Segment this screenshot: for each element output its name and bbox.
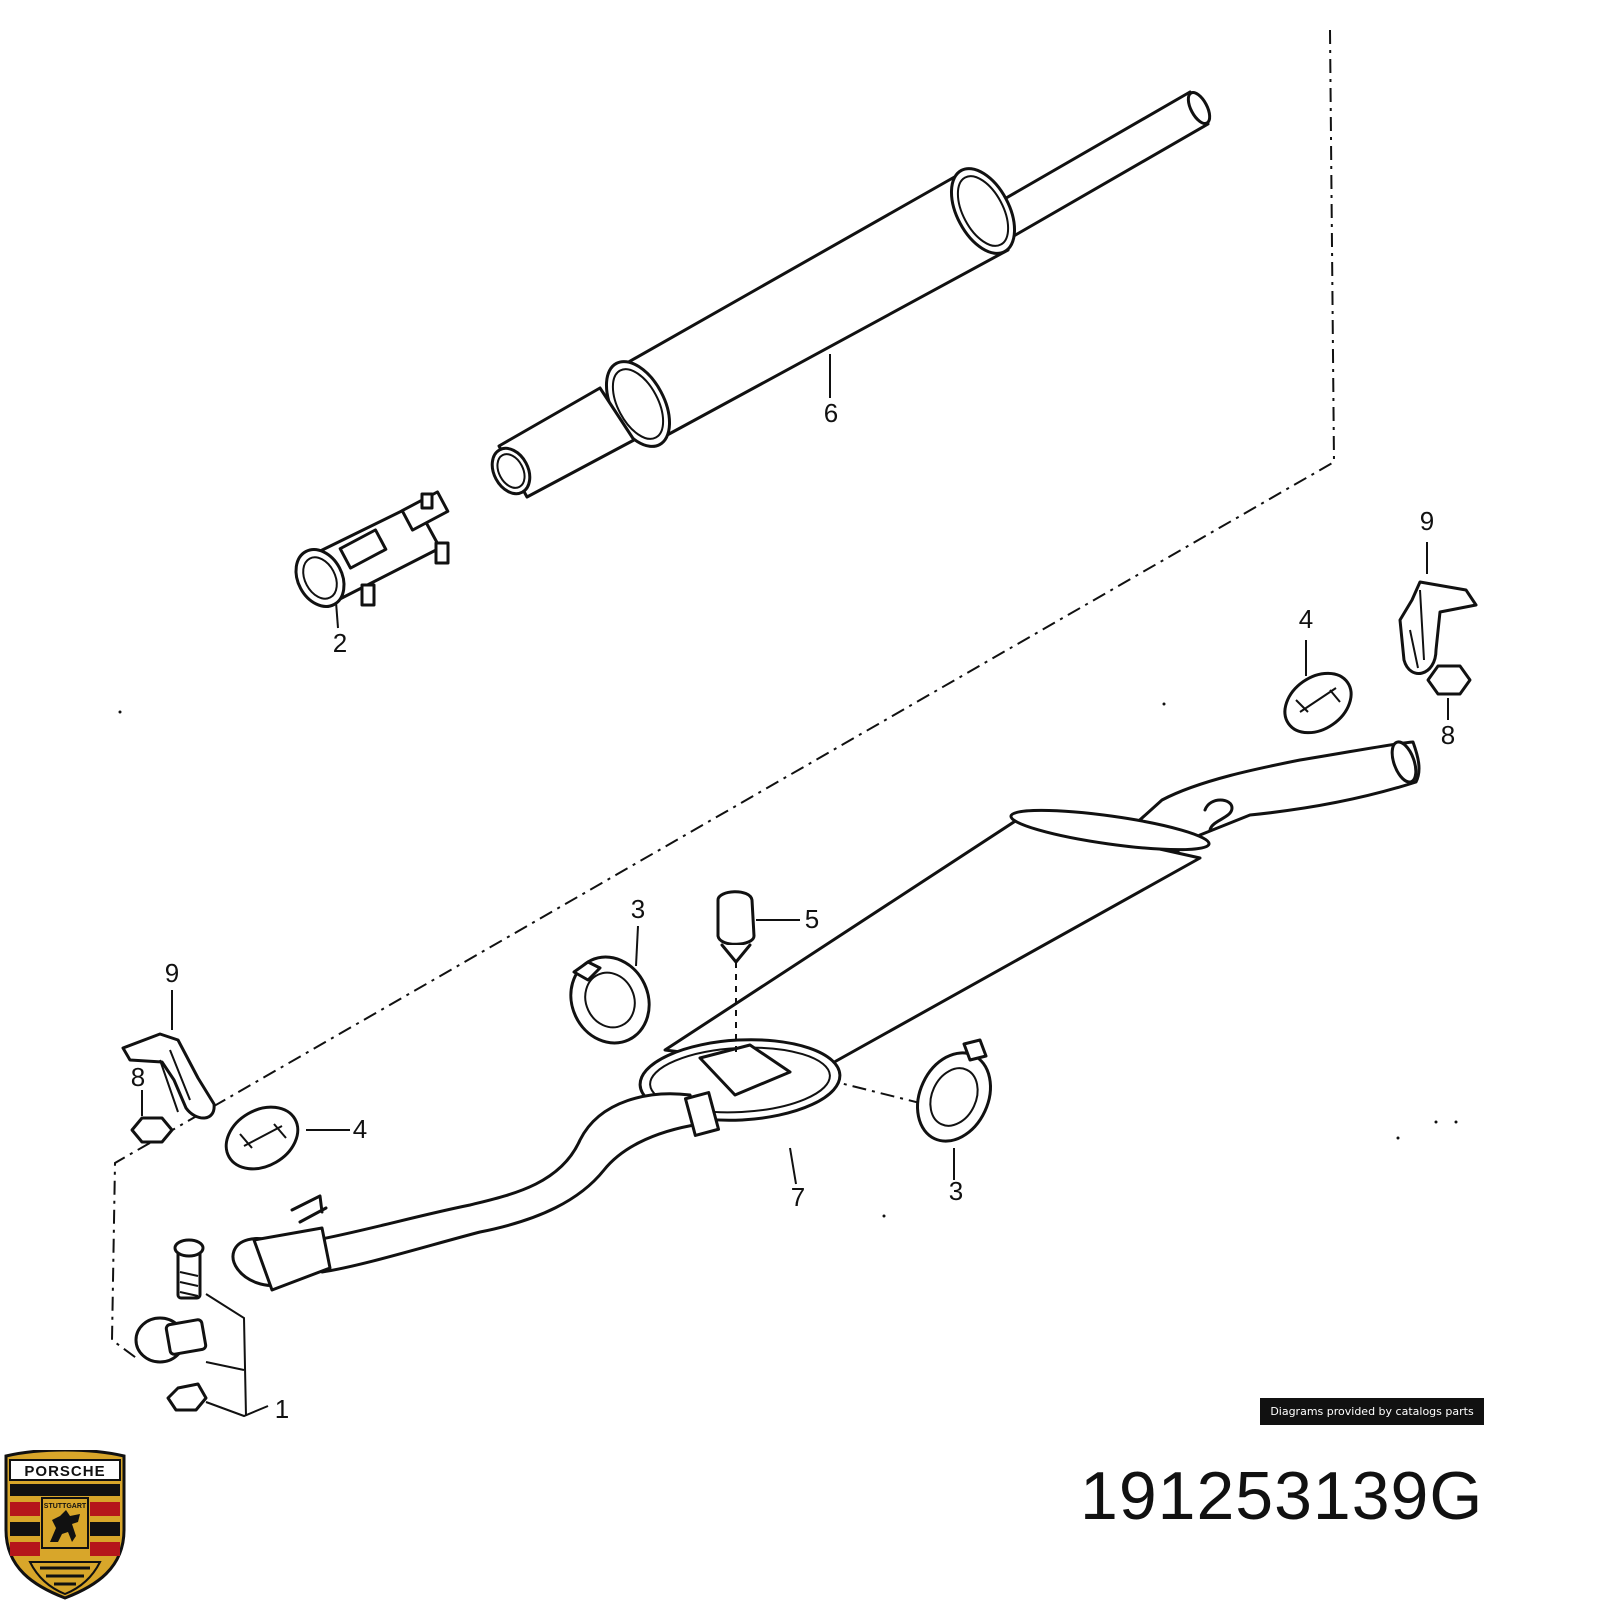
callout-9-left: 9: [165, 958, 179, 988]
bracket-left: [121, 1032, 216, 1120]
diagram-credit-badge: Diagrams provided by catalogs parts: [1260, 1398, 1484, 1425]
porsche-crest-logo: PORSCHE STUTTGART: [4, 1450, 126, 1600]
speck: [1454, 1120, 1458, 1124]
callout-6: 6: [824, 398, 838, 428]
callout-8-right: 8: [1441, 720, 1455, 750]
clamp-kit: [134, 1238, 208, 1412]
speck: [882, 1214, 886, 1218]
callout-2: 2: [333, 628, 347, 658]
callout-4-left: 4: [353, 1114, 367, 1144]
logo-brand-text: PORSCHE: [24, 1463, 105, 1480]
rubber-mount-left: [224, 1105, 300, 1171]
callout-3-right: 3: [949, 1176, 963, 1206]
rear-silencer-assembly: [231, 740, 1421, 1292]
speck: [1162, 702, 1166, 706]
callout-4-right: 4: [1299, 604, 1313, 634]
callout-3-left: 3: [631, 894, 645, 924]
callout-7: 7: [791, 1182, 805, 1212]
callout-9-right: 9: [1420, 506, 1434, 536]
bracket-right: [1398, 580, 1478, 675]
prancing-horse-icon: [50, 1510, 80, 1542]
speck: [1434, 1120, 1438, 1124]
nut-right: [1426, 664, 1472, 696]
nut-left: [130, 1116, 174, 1144]
rubber-buffer: [716, 890, 756, 1052]
part-number: 191253139G: [1080, 1458, 1484, 1534]
speck: [118, 710, 122, 714]
callout-1: 1: [275, 1394, 289, 1424]
callout-5: 5: [805, 904, 819, 934]
speck: [1396, 1136, 1400, 1140]
assembly-boundary: [110, 29, 1336, 1361]
logo-city-text: STUTTGART: [44, 1503, 87, 1510]
clamp-sleeve: [294, 490, 450, 608]
rubber-mount-right: [1283, 671, 1353, 735]
callout-8-left: 8: [131, 1062, 145, 1092]
leader-lines: [141, 354, 1449, 1418]
centre-silencer: [490, 90, 1212, 499]
gasket-left: [569, 955, 651, 1045]
gasket-right: [916, 1038, 992, 1143]
